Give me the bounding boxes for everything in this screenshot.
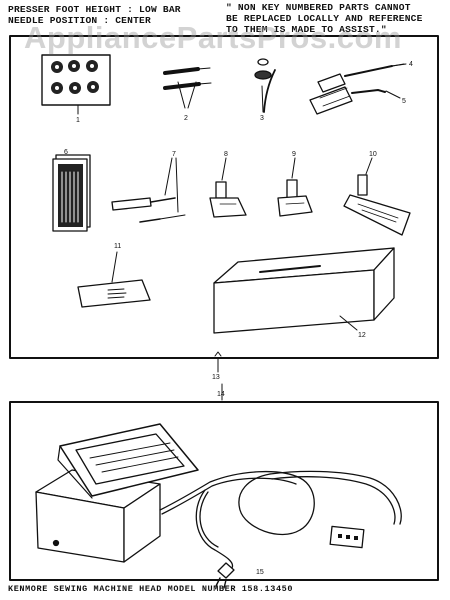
- callout-3: 3: [260, 115, 264, 122]
- model-footer: KENMORE SEWING MACHINE HEAD MODEL NUMBER…: [8, 584, 294, 594]
- seam-ripper[interactable]: [111, 157, 186, 223]
- callout-14: 14: [217, 391, 225, 398]
- presser-foot-height-text: PRESSER FOOT HEIGHT : LOW BAR: [8, 4, 181, 15]
- callout-2: 2: [184, 115, 188, 122]
- note-line-1: " NON KEY NUMBERED PARTS CANNOT: [226, 2, 411, 13]
- bobbins[interactable]: [41, 54, 111, 115]
- callout-7: 7: [172, 151, 176, 158]
- accessory-frame: [9, 35, 439, 359]
- power-cord[interactable]: [159, 470, 402, 589]
- buttonhole-foot[interactable]: [343, 157, 411, 236]
- throat-plate[interactable]: [77, 251, 151, 308]
- presser-foot-8[interactable]: [209, 157, 247, 218]
- watermark: AppliancePartsPros.com: [24, 20, 402, 55]
- callout-4: 4: [409, 61, 413, 68]
- attachment-box[interactable]: [213, 247, 395, 334]
- callout-13-arrow: [214, 351, 222, 357]
- callout-12: 12: [358, 332, 366, 339]
- callout-8: 8: [224, 151, 228, 158]
- note-line-2: BE REPLACED LOCALLY AND REFERENCE: [226, 13, 423, 24]
- needle-position-text: NEEDLE POSITION : CENTER: [8, 15, 151, 26]
- callout-11: 11: [114, 243, 121, 250]
- presser-foot-9[interactable]: [277, 157, 313, 217]
- callout-6: 6: [64, 149, 68, 156]
- spool-pin[interactable]: [254, 58, 276, 113]
- foot-control[interactable]: [35, 423, 199, 563]
- needle-pack[interactable]: [52, 154, 91, 232]
- callout-13: 13: [212, 374, 220, 381]
- header-left: PRESSER FOOT HEIGHT : LOW BAR NEEDLE POS…: [8, 4, 181, 26]
- foot-control-frame: [9, 401, 439, 581]
- header-note: " NON KEY NUMBERED PARTS CANNOT BE REPLA…: [226, 2, 423, 35]
- screwdrivers[interactable]: [309, 63, 407, 115]
- callout-1: 1: [76, 117, 80, 124]
- callout-15: 15: [256, 569, 264, 576]
- callout-9: 9: [292, 151, 296, 158]
- callout-5: 5: [402, 98, 406, 105]
- callout-10: 10: [369, 151, 377, 158]
- needles[interactable]: [163, 67, 212, 109]
- note-line-3: TO THEM IS MADE TO ASSIST.": [226, 24, 387, 35]
